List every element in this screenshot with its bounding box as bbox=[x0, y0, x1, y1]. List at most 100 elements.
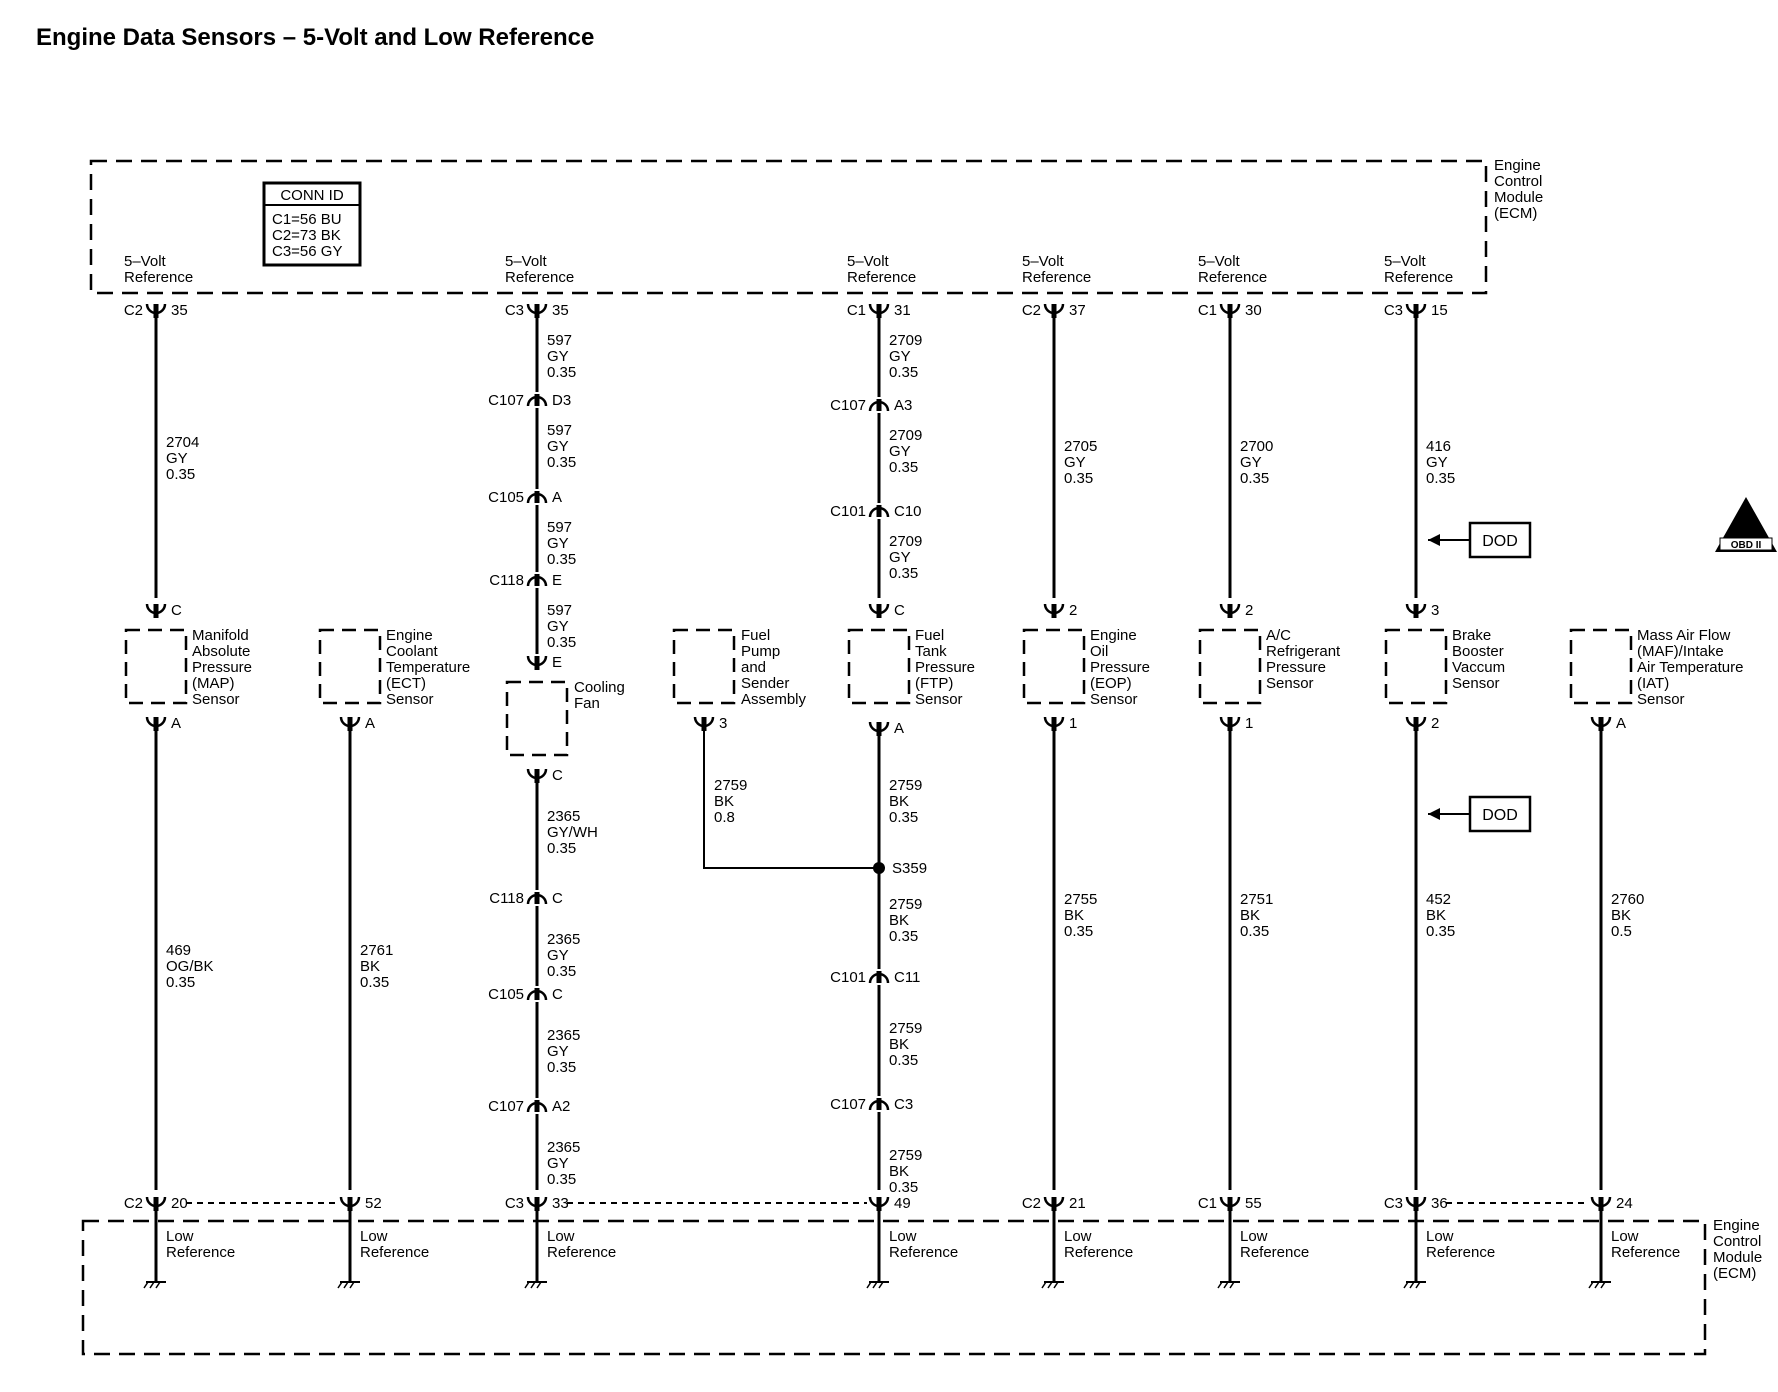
conn-id-line: C1=56 BU bbox=[272, 211, 342, 228]
connector-pin-number: C bbox=[552, 767, 563, 784]
splice-name: S359 bbox=[892, 860, 927, 877]
wire-label: GY bbox=[547, 535, 569, 552]
conn-id-header: CONN ID bbox=[280, 187, 344, 204]
connector-pin-number: 31 bbox=[894, 302, 911, 319]
connector-pin-number: 55 bbox=[1245, 1195, 1262, 1212]
connector-pin-number: 33 bbox=[552, 1195, 569, 1212]
connector-name: C1 bbox=[1198, 302, 1217, 319]
sensor-label: Vaccum bbox=[1452, 659, 1505, 676]
connector-name: C1 bbox=[847, 302, 866, 319]
sensor-label: Temperature bbox=[386, 659, 470, 676]
ref-label-low: Reference bbox=[547, 1244, 616, 1261]
wire-label: 2365 bbox=[547, 931, 580, 948]
obd-badge-text: II bbox=[1741, 520, 1751, 540]
ref-label-5v: Reference bbox=[847, 269, 916, 286]
sensor-label: Pump bbox=[741, 643, 780, 660]
connector-name: C3 bbox=[1384, 302, 1403, 319]
connector-name: C3 bbox=[1384, 1195, 1403, 1212]
wire-label: 2755 bbox=[1064, 891, 1097, 908]
sensor-label: Fan bbox=[574, 695, 600, 712]
connector-pin-number: A bbox=[171, 715, 181, 732]
connector-name: C105 bbox=[488, 986, 524, 1003]
wire-label: 0.35 bbox=[889, 1052, 918, 1069]
wire-label: 0.35 bbox=[889, 364, 918, 381]
wire-label: 0.35 bbox=[1240, 470, 1269, 487]
ground-hatch bbox=[155, 1281, 161, 1289]
connector-pin-number: C bbox=[552, 986, 563, 1003]
sensor-box bbox=[318, 628, 382, 705]
connector-pin-number: D3 bbox=[552, 392, 571, 409]
conn-id-line: C2=73 BK bbox=[272, 227, 341, 244]
wire-label: GY bbox=[1240, 454, 1262, 471]
conn-id-box bbox=[262, 181, 362, 267]
ref-label-5v: Reference bbox=[1022, 269, 1091, 286]
connector-pin-number: C11 bbox=[894, 969, 920, 986]
ground-hatch bbox=[1415, 1281, 1421, 1289]
arrow-left-icon bbox=[1428, 534, 1440, 546]
wire-label: 469 bbox=[166, 942, 191, 959]
sensor-box bbox=[1384, 628, 1448, 705]
connector-pin-number: 24 bbox=[1616, 1195, 1633, 1212]
ground-hatch bbox=[530, 1281, 536, 1289]
ref-label-5v: Reference bbox=[124, 269, 193, 286]
connector-pin-number: A bbox=[894, 720, 904, 737]
ecm-label: Control bbox=[1713, 1233, 1761, 1250]
ecm-label: (ECM) bbox=[1713, 1265, 1756, 1282]
wire-label: 2704 bbox=[166, 434, 199, 451]
sensor-box bbox=[1569, 628, 1633, 705]
dod-label: DOD bbox=[1482, 533, 1518, 550]
connector-name: C3 bbox=[505, 1195, 524, 1212]
wire-label: 0.35 bbox=[1064, 923, 1093, 940]
sensor-label: (IAT) bbox=[1637, 675, 1669, 692]
connector-pin-number: 20 bbox=[171, 1195, 188, 1212]
ground-hatch bbox=[524, 1281, 530, 1289]
ground-hatch bbox=[143, 1281, 149, 1289]
connector-pin-number: 37 bbox=[1069, 302, 1086, 319]
connector-pin-number: 30 bbox=[1245, 302, 1262, 319]
wire-label: 2759 bbox=[714, 777, 747, 794]
sensor-label: Oil bbox=[1090, 643, 1108, 660]
sensor-label: Air Temperature bbox=[1637, 659, 1743, 676]
ref-label-5v: 5–Volt bbox=[1198, 253, 1241, 270]
ecm-label: Module bbox=[1713, 1249, 1762, 1266]
ecm-bottom-box bbox=[81, 1219, 1707, 1356]
ground-hatch bbox=[349, 1281, 355, 1289]
connector-name: C3 bbox=[505, 302, 524, 319]
connector-pin-number: 3 bbox=[719, 715, 727, 732]
wire-label: BK bbox=[889, 912, 909, 929]
wire-label: 0.35 bbox=[1240, 923, 1269, 940]
wire-label: GY bbox=[547, 1043, 569, 1060]
ref-label-low: Reference bbox=[1426, 1244, 1495, 1261]
ground-hatch bbox=[1588, 1281, 1594, 1289]
ref-label-low: Reference bbox=[1064, 1244, 1133, 1261]
sensor-label: Pressure bbox=[1090, 659, 1150, 676]
sensor-label: Engine bbox=[386, 627, 433, 644]
wire-label: GY bbox=[889, 443, 911, 460]
ground-hatch bbox=[536, 1281, 542, 1289]
sensor-label: Pressure bbox=[192, 659, 252, 676]
connector-name: C2 bbox=[124, 1195, 143, 1212]
wire-segment bbox=[703, 731, 879, 869]
ref-label-low: Low bbox=[1611, 1228, 1639, 1245]
connector-name: C118 bbox=[489, 572, 524, 589]
wire-label: 2700 bbox=[1240, 438, 1273, 455]
sensor-box bbox=[124, 628, 188, 705]
ecm-label: Control bbox=[1494, 173, 1542, 190]
wire-label: GY bbox=[547, 618, 569, 635]
ecm-top-box bbox=[89, 159, 1488, 295]
ref-label-5v: 5–Volt bbox=[505, 253, 548, 270]
wire-label: 0.35 bbox=[889, 809, 918, 826]
wire-label: 597 bbox=[547, 602, 572, 619]
ref-label-low: Low bbox=[166, 1228, 194, 1245]
sensor-label: Assembly bbox=[741, 691, 807, 708]
ref-label-5v: Reference bbox=[505, 269, 574, 286]
wire-label: 2365 bbox=[547, 808, 580, 825]
connector-pin-number: C bbox=[171, 602, 182, 619]
connector-pin-number: 35 bbox=[171, 302, 188, 319]
wire-label: GY bbox=[166, 450, 188, 467]
wire-label: 452 bbox=[1426, 891, 1451, 908]
wire-label: 0.35 bbox=[1426, 470, 1455, 487]
connector-pin-number: C3 bbox=[894, 1096, 913, 1113]
connector-pin-number: 49 bbox=[894, 1195, 911, 1212]
wire-label: 2709 bbox=[889, 332, 922, 349]
